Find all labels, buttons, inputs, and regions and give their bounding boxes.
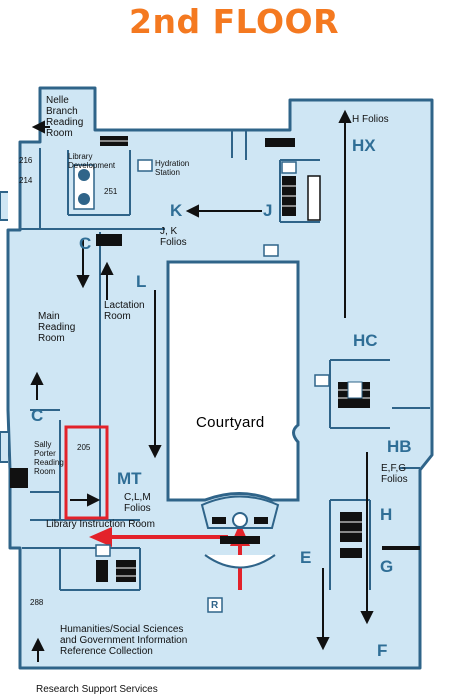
zone-mt: MT [117,469,142,488]
restroom-icon [78,193,90,205]
room-sally-porter-label: Sally Porter Reading Room [34,440,64,476]
room-251-label: 251 [104,187,118,196]
zone-k: K [170,201,183,220]
courtyard [166,260,300,502]
room-214-label: 214 [19,176,33,185]
zone-hb: HB [387,437,412,456]
room-216-label: 216 [19,156,33,165]
room-humanities-label: Humanities/Social Sciences and Governmen… [60,624,188,657]
room-library-instruction-label: Library Instruction Room [46,519,155,530]
reserve-label: R [211,600,219,611]
room-library-development-label: Library Development [68,152,116,170]
zone-l: L [136,272,147,291]
zone-hc: HC [353,331,378,350]
zone-j: J [263,201,273,220]
restroom-icon [78,169,90,181]
hydration-icon [314,374,330,387]
room-lactation-label: Lactation Room [104,300,145,322]
hydration-icon [137,159,153,172]
reserve-icon [207,597,223,613]
zone-c-top: C [79,234,92,253]
efg-folios-label: E,F,G Folios [381,463,408,485]
room-nelle-label: Nelle Branch Reading Room [46,95,84,139]
zone-g: G [380,557,394,576]
zone-e: E [300,548,312,567]
courtyard-label: Courtyard [196,414,265,431]
clm-folios-label: C,L,M Folios [124,492,151,514]
h-folios-label: H Folios [352,114,389,125]
room-main-reading-label: Main Reading Room [38,311,76,344]
zone-f: F [377,641,388,660]
room-288-label: 288 [30,598,44,607]
jk-folios-label: J, K Folios [160,226,187,248]
restroom-icon [347,381,363,399]
zone-hx: HX [352,136,376,155]
hydration-icon [281,161,297,174]
research-support-label: Research Support Services [36,684,158,695]
hydration-icon [95,544,111,557]
elevator-icon [307,175,321,221]
zone-c-bottom: C [31,406,44,425]
floor-title: 2nd FLOOR [129,2,339,41]
room-205-highlight [64,425,109,520]
hydration-station-label: Hydration Station [155,159,190,177]
room-205-label: 205 [77,443,91,452]
zone-h: H [380,505,393,524]
lock-icon [263,244,279,257]
